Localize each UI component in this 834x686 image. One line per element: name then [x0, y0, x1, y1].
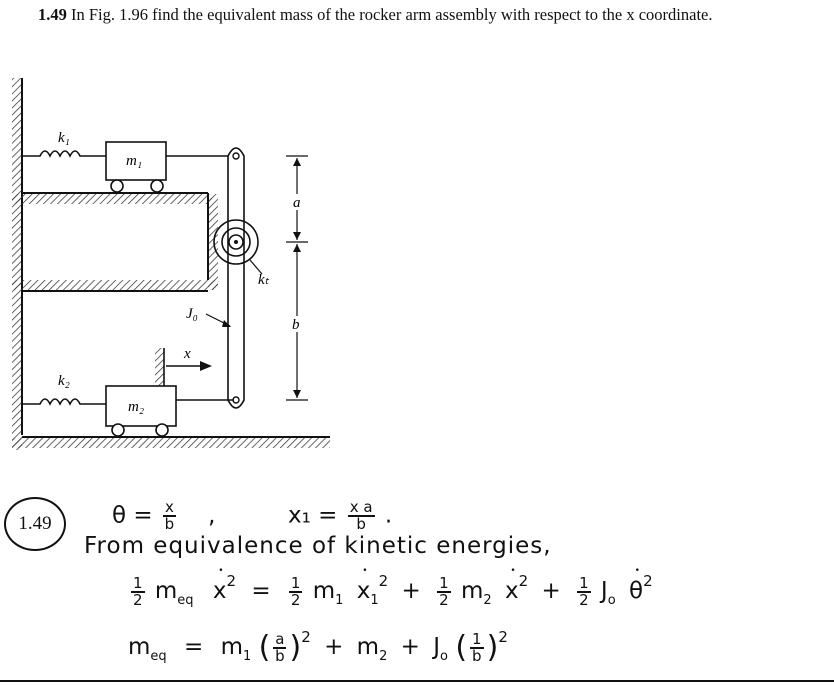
wheel-m1-right	[150, 179, 164, 193]
mass-m2	[105, 385, 177, 427]
rocker-arm	[227, 147, 245, 409]
J0-arrowhead	[222, 320, 231, 327]
upper-block-side-hatch	[208, 194, 218, 290]
label-a-bg	[290, 194, 304, 210]
label-a: a	[293, 195, 301, 211]
label-x: x	[183, 346, 191, 362]
pin-top	[232, 152, 240, 160]
bottom-floor-hatch	[12, 438, 330, 448]
pivot-center	[234, 240, 238, 244]
label-b-bg	[290, 316, 304, 332]
label-k2: k₂	[58, 373, 70, 389]
energy-line: From equivalence of kinetic energies,	[84, 533, 552, 559]
eq-theta: θ = x b ,	[112, 500, 215, 532]
left-wall-hatch	[12, 78, 22, 450]
spring-k2	[22, 398, 106, 406]
wheel-m1-left	[110, 179, 124, 193]
xdot: x	[213, 566, 227, 604]
x-arrowhead	[200, 361, 212, 371]
arrow-b-bottom	[293, 390, 301, 398]
eq-x1: x₁ = x a b .	[288, 500, 392, 532]
label-k1: k₁	[58, 130, 70, 146]
wheel-m2-right	[155, 423, 169, 437]
problem-number: 1.49	[38, 5, 67, 24]
arrow-b-top	[293, 244, 301, 252]
arrow-a-top	[293, 158, 301, 166]
mass-m1	[105, 141, 167, 181]
mid-ceiling-hatch	[12, 280, 218, 290]
upper-block-hatch	[12, 194, 212, 204]
rocker-arm-figure: k₁ m₁ kₜ a b J₀ x k₂ m₂	[12, 78, 330, 450]
kt-leader	[249, 259, 263, 275]
pivot-outer	[213, 219, 259, 265]
frac-b-2: b	[356, 515, 366, 533]
x-ref-hatch	[155, 348, 164, 388]
wheel-m2-left	[111, 423, 125, 437]
spring-k1	[22, 150, 106, 158]
pivot-mid	[221, 227, 251, 257]
solution-number: 1.49	[18, 513, 52, 534]
problem-statement: 1.49 In Fig. 1.96 find the equivalent ma…	[38, 4, 818, 26]
meq-m: m	[154, 578, 178, 604]
equals-1: =	[251, 578, 271, 604]
frac-x-over-b: x b	[162, 498, 176, 533]
frac-b: b	[164, 515, 175, 533]
label-J0: J₀	[186, 306, 198, 322]
label-b: b	[292, 317, 300, 333]
label-m1: m₁	[126, 153, 142, 169]
arrow-a-bottom	[293, 232, 301, 240]
problem-text: In Fig. 1.96 find the equivalent mass of…	[71, 5, 713, 24]
theta-equals: θ =	[112, 502, 153, 529]
eq-kinetic-energy: 12 meq x2 = 12 m1 x12 + 12 m2 x2 + 12 Jo…	[128, 566, 653, 609]
frac-xa-over-b: x a b	[347, 498, 375, 533]
meq-sub: eq	[177, 593, 194, 608]
bottom-rule	[0, 680, 834, 682]
frac-xa: x a	[347, 498, 375, 517]
period: .	[384, 502, 393, 529]
comma-sep: ,	[208, 502, 216, 529]
label-kt: kₜ	[258, 272, 270, 288]
frac-x: x	[162, 498, 176, 517]
x1dot: x	[357, 566, 371, 604]
label-m2: m₂	[128, 399, 144, 415]
thetadot: θ	[629, 566, 643, 604]
x1-equals: x₁ =	[288, 502, 338, 529]
solution-number-circle: 1.49	[4, 497, 66, 551]
